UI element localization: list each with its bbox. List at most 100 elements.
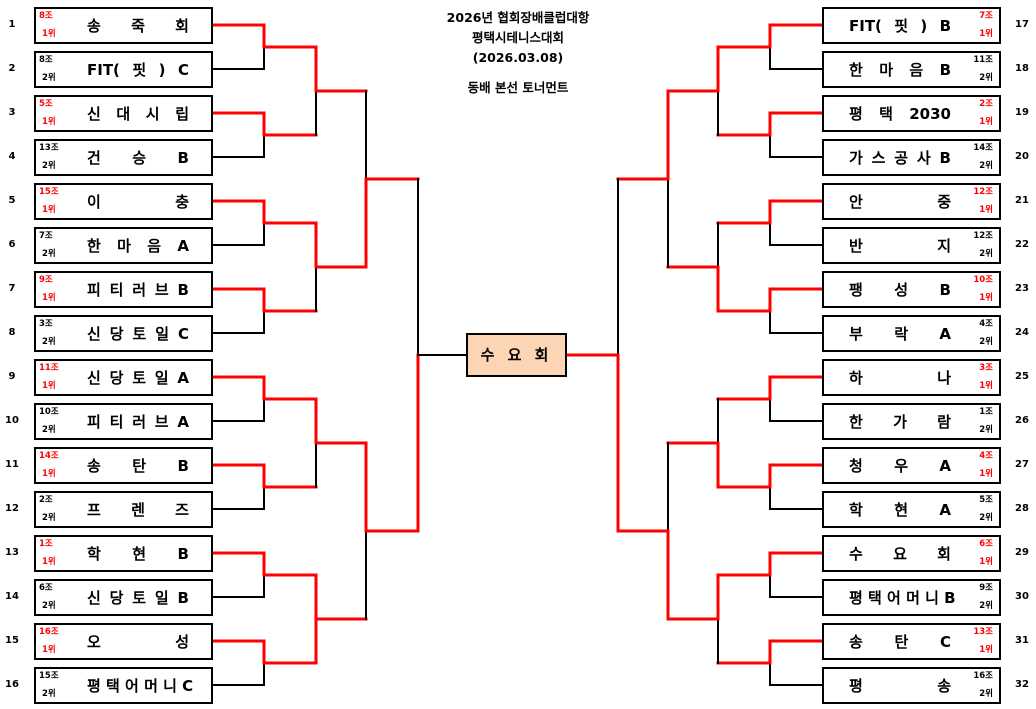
group-label: 16조 [973,671,993,681]
team-name: 학 현 A [849,501,951,519]
group-label: 3조 [39,319,53,329]
team-name: 반 지 [849,237,951,255]
team-box: 12조 2위 반 지 [822,227,1001,264]
team-name: 신 대 시 립 [87,105,189,123]
team-name: 안 중 [849,193,951,211]
group-label: 12조 [973,231,993,241]
team-box: 8조 1위 송 죽 회 [34,7,213,44]
rank-label: 2위 [979,513,993,523]
team-name: 오 성 [87,633,189,651]
rank-label: 2위 [42,161,56,171]
group-label: 8조 [39,55,53,65]
group-label: 14조 [39,451,59,461]
seed-number: 18 [1015,63,1029,74]
rank-label: 1위 [42,645,56,655]
rank-label: 1위 [979,557,993,567]
team-name: 학 현 B [87,545,189,563]
seed-number: 7 [8,283,16,294]
group-label: 5조 [979,495,993,505]
seed-number: 15 [5,635,19,646]
team-name: 평 택 어 머 니 C [87,677,194,695]
rank-label: 2위 [979,425,993,435]
seed-number: 32 [1015,679,1029,690]
team-name: 송 탄 B [87,457,189,475]
team-box: 15조 2위 평 택 어 머 니 C [34,667,213,704]
seed-number: 30 [1015,591,1029,602]
group-label: 11조 [39,363,59,373]
seed-number: 8 [8,327,16,338]
seed-number: 23 [1015,283,1029,294]
team-name: 송 죽 회 [87,17,189,35]
rank-label: 1위 [979,205,993,215]
rank-label: 1위 [42,293,56,303]
rank-label: 1위 [979,381,993,391]
rank-label: 1위 [979,469,993,479]
tournament-subtitle: 평택시테니스대회 [471,30,564,45]
seed-number: 4 [8,151,16,162]
team-box: 14조 1위 송 탄 B [34,447,213,484]
rank-label: 1위 [42,381,56,391]
team-name: 평 송 [849,677,951,695]
tournament-title: 2026년 협회장배클럽대항 [446,10,590,25]
team-name: 수 요 회 [849,545,951,563]
group-label: 2조 [979,99,993,109]
rank-label: 1위 [42,117,56,127]
team-name: 팽 성 B [849,281,951,299]
rank-label: 2위 [979,601,993,611]
team-name: FIT( 핏 ) C [87,61,189,79]
group-label: 3조 [979,363,993,373]
seed-number: 19 [1015,107,1029,118]
group-label: 1조 [39,539,53,549]
team-name: 부 락 A [849,325,951,343]
team-name: 신 당 토 일 A [87,369,189,387]
seed-number: 12 [5,503,19,514]
group-label: 16조 [39,627,59,637]
rank-label: 2위 [979,249,993,259]
rank-label: 2위 [42,601,56,611]
team-name: 건 승 B [87,149,189,167]
team-name: 이 충 [87,193,189,211]
team-box: 11조 1위 신 당 토 일 A [34,359,213,396]
team-name: 가 스 공 사 B [849,149,951,167]
seed-number: 3 [8,107,16,118]
group-label: 5조 [39,99,53,109]
rank-label: 2위 [979,73,993,83]
rank-label: 2위 [42,249,56,259]
group-label: 10조 [39,407,59,417]
rank-label: 2위 [42,337,56,347]
team-name: 한 마 음 B [849,61,951,79]
seed-number: 17 [1015,19,1029,30]
group-label: 15조 [39,671,59,681]
group-label: 8조 [39,11,53,21]
team-name: 신 당 토 일 C [87,325,189,343]
rank-label: 1위 [42,469,56,479]
group-label: 6조 [979,539,993,549]
rank-label: 2위 [42,689,56,699]
team-name: 평 택 어 머 니 B [849,589,956,607]
champion-box: 수 요 회 [466,333,567,377]
team-name: 송 탄 C [849,633,951,651]
seed-number: 28 [1015,503,1029,514]
rank-label: 1위 [979,645,993,655]
team-name: 하 나 [849,369,951,387]
seed-number: 21 [1015,195,1029,206]
rank-label: 1위 [42,29,56,39]
team-name: 청 우 A [849,457,951,475]
seed-number: 6 [8,239,16,250]
team-box: 5조 2위 학 현 A [822,491,1001,528]
group-label: 4조 [979,451,993,461]
